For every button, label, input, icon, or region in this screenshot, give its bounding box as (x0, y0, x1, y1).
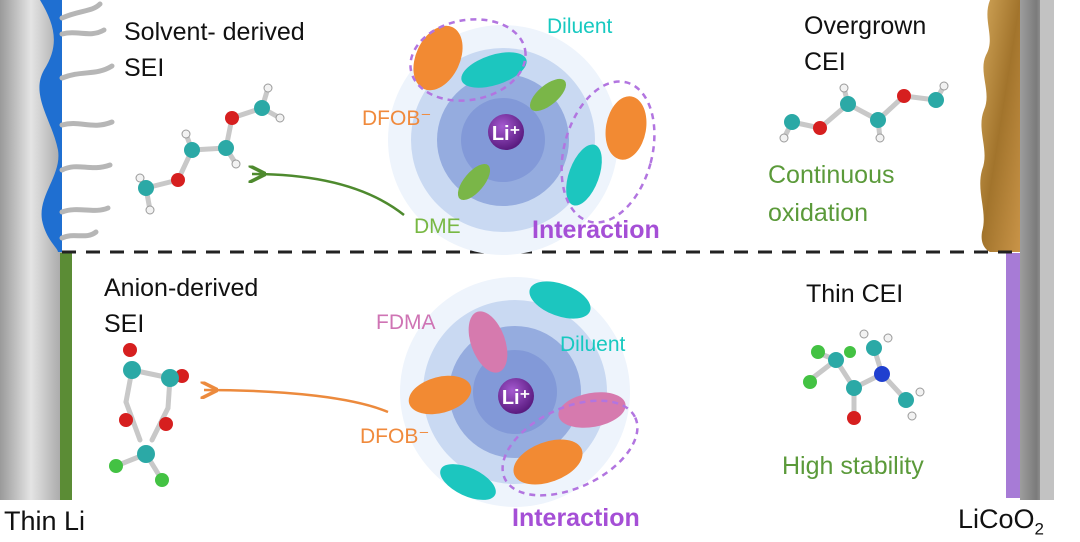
top-decomposition-arrow (252, 174, 405, 216)
top-li-ion-label: Li⁺ (492, 123, 520, 145)
bottom-cosolvent-label: FDMA (376, 311, 436, 334)
bottom-diluent-label: Diluent (560, 333, 626, 356)
sei-dendrites (59, 1, 115, 241)
thin-cei-layer (1006, 253, 1020, 498)
top-sei-label: Solvent- derived SEI (124, 18, 305, 82)
licoo2-electrode-edge (1040, 0, 1054, 500)
top-diluent-label: Diluent (547, 15, 613, 38)
anode-label: Thin Li (4, 506, 86, 536)
top-solvent-label: DME (414, 215, 461, 238)
cathode-label-subscript: 2 (1034, 519, 1044, 539)
dfob-molecule (109, 343, 189, 487)
anion-derived-sei-layer (60, 253, 72, 500)
top-oxidation-note: Continuous oxidation (768, 161, 895, 227)
top-interaction-label: Interaction (532, 216, 660, 244)
top-anion-label: DFOB⁻ (362, 107, 432, 130)
bottom-anion-label: DFOB⁻ (360, 425, 430, 448)
dme-molecule-left (135, 83, 285, 215)
bottom-decomposition-arrow (204, 390, 389, 414)
bottom-cei-label: Thin CEI (806, 280, 904, 308)
bottom-sei-label: Anion-derived SEI (104, 274, 259, 338)
overgrown-cei-layer (980, 0, 1020, 252)
bottom-lithium-ion (498, 378, 534, 414)
top-cei-label: Overgrown CEI (804, 12, 927, 76)
bottom-molecules (408, 281, 626, 500)
fdma-molecule (803, 329, 925, 425)
top-lithium-ion (488, 114, 524, 150)
top-molecules (413, 25, 647, 206)
bottom-li-ion-label: Li⁺ (502, 387, 530, 409)
dme-molecule-right (779, 81, 949, 143)
cathode-label: LiCoO2 (958, 504, 1044, 539)
cathode-label-base: LiCoO (958, 504, 1035, 534)
top-interaction-rings (409, 18, 656, 224)
solvent-derived-sei-layer (39, 0, 62, 252)
bottom-stability-note: High stability (782, 452, 924, 480)
bottom-interaction-label: Interaction (512, 504, 640, 532)
